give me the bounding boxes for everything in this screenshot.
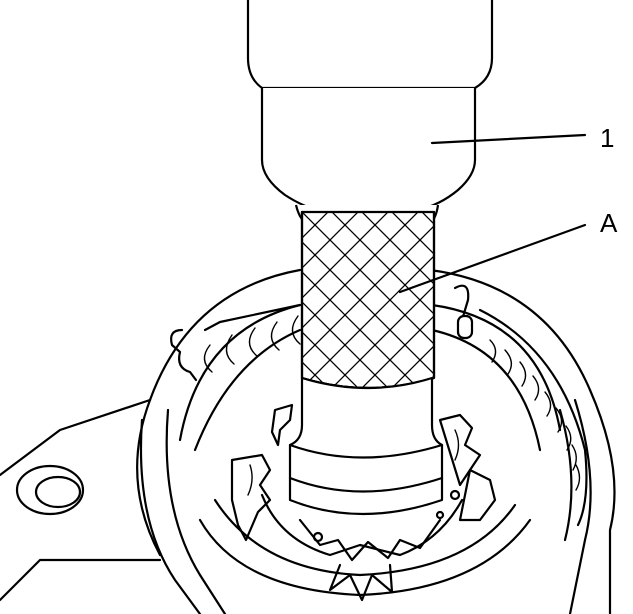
leader-lines (398, 133, 587, 294)
leader-line-1 (430, 133, 587, 145)
knurled-shaft (300, 210, 436, 390)
housing (0, 268, 616, 614)
callout-A: A (600, 208, 618, 238)
leader-line-A (398, 223, 587, 294)
vent-slots-right (453, 284, 588, 527)
press-tool (246, 0, 494, 227)
mounting-eye (15, 464, 85, 516)
bearing-assembly (230, 403, 497, 602)
callout-1: 1 (600, 123, 614, 153)
pilot-shaft (288, 376, 444, 516)
vent-slots-left (170, 303, 302, 382)
